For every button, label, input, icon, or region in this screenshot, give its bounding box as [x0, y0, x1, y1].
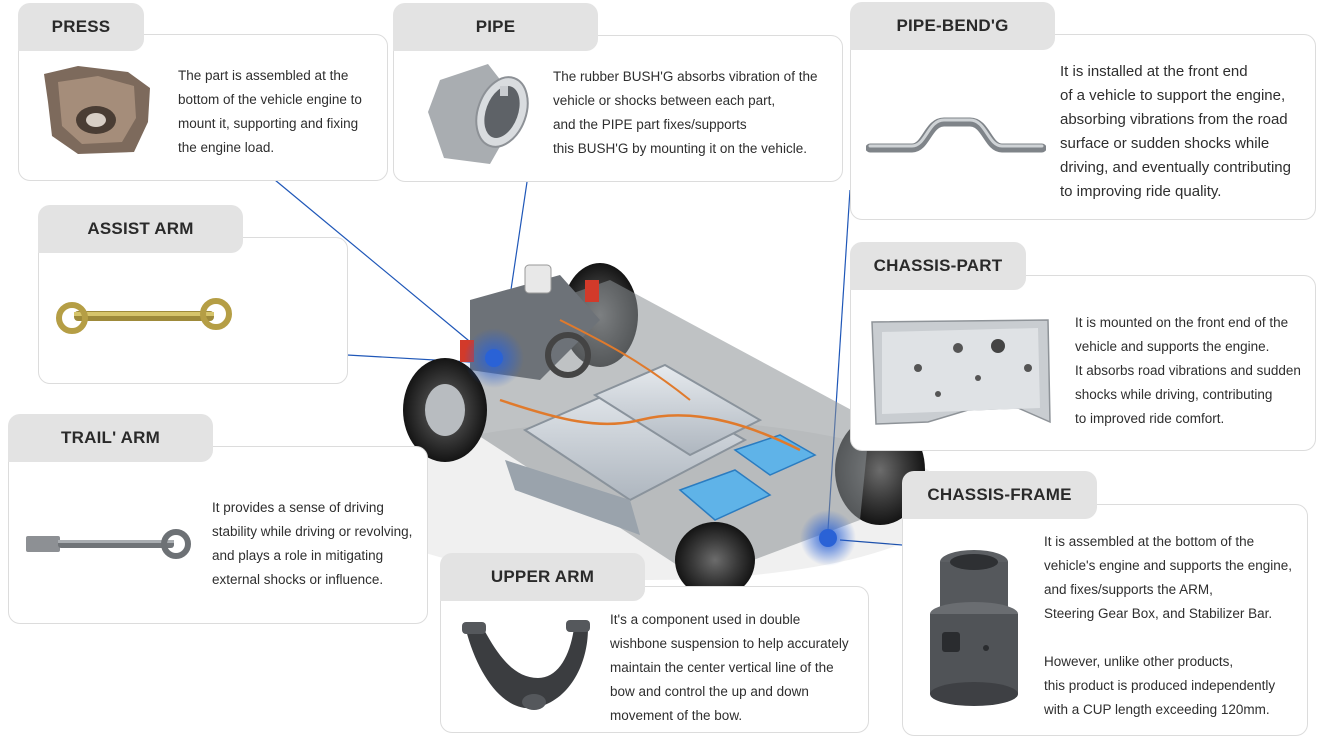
press-part-image	[44, 66, 150, 154]
chassis-part-title: CHASSIS-PART	[850, 242, 1026, 290]
upper-arm-image	[462, 620, 590, 710]
chassis-bracket-image	[871, 319, 1051, 425]
assist-arm-image	[56, 298, 232, 334]
pipe-bend-title: PIPE-BEND'G	[850, 2, 1055, 50]
press-title: PRESS	[18, 3, 144, 51]
trail-arm-card	[8, 446, 428, 624]
pipe-description: The rubber BUSH'G absorbs vibration of t…	[553, 69, 818, 156]
assist-arm-card	[38, 237, 348, 384]
pipe-title: PIPE	[393, 3, 598, 51]
upper-arm-title: UPPER ARM	[440, 553, 645, 601]
chassis-frame-title: CHASSIS-FRAME	[902, 471, 1097, 519]
bent-pipe-image	[866, 117, 1046, 153]
frame-cup-image	[930, 550, 1018, 706]
trail-arm-image	[26, 529, 191, 559]
pipe-bush-image	[428, 64, 529, 164]
upper-arm-card	[440, 586, 869, 733]
assist-arm-title: ASSIST ARM	[38, 205, 243, 253]
trail-arm-title: TRAIL' ARM	[8, 414, 213, 462]
